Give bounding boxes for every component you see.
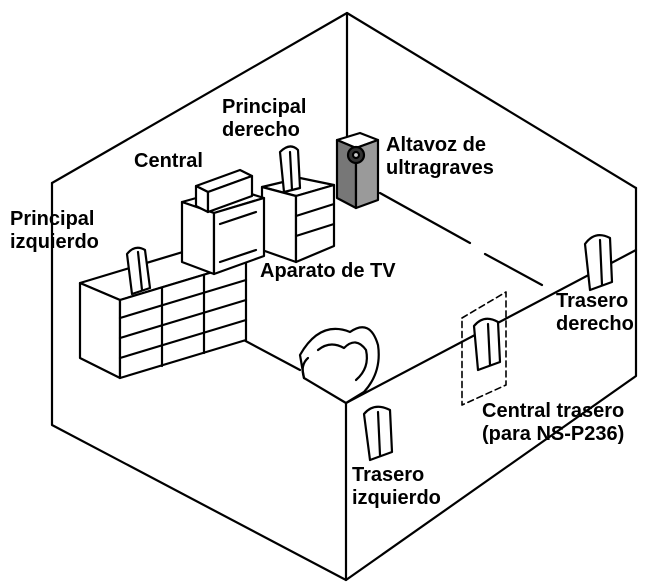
label-central-trasero-line1: Central trasero: [482, 400, 625, 422]
label-subwoofer: Altavoz de ultragraves: [386, 134, 494, 180]
side-cabinet: [260, 176, 336, 264]
label-central-trasero-line2: (para NS-P236): [482, 423, 625, 445]
label-trasero-izquierdo: Trasero izquierdo: [352, 464, 441, 510]
label-tv-text: Aparato de TV: [260, 260, 396, 282]
label-principal-izquierdo: Principal izquierdo: [10, 208, 99, 254]
principal-derecho-speaker: [278, 145, 302, 194]
trasero-derecho-speaker: [583, 233, 614, 292]
label-trasero-derecho-line2: derecho: [556, 313, 634, 335]
label-subwoofer-line1: Altavoz de: [386, 134, 487, 156]
label-trasero-derecho: Trasero derecho: [556, 290, 634, 336]
trasero-izquierdo-speaker: [362, 405, 394, 462]
label-tv: Aparato de TV: [260, 260, 396, 283]
label-principal-izquierdo-line1: Principal: [10, 208, 95, 230]
sofa: [298, 326, 380, 405]
label-trasero-derecho-line1: Trasero: [556, 290, 629, 312]
subwoofer: [335, 131, 380, 210]
label-subwoofer-line2: ultragraves: [386, 157, 494, 179]
label-central-text: Central: [134, 150, 203, 172]
label-principal-derecho: Principal derecho: [222, 96, 306, 142]
central-trasero-speaker: [461, 291, 507, 406]
label-principal-derecho-line2: derecho: [222, 119, 300, 141]
label-central-trasero: Central trasero (para NS-P236): [482, 400, 624, 446]
label-trasero-izquierdo-line1: Trasero: [352, 464, 425, 486]
label-trasero-izquierdo-line2: izquierdo: [352, 487, 441, 509]
label-principal-izquierdo-line2: izquierdo: [10, 231, 99, 253]
label-central: Central: [134, 150, 203, 173]
label-principal-derecho-line1: Principal: [222, 96, 307, 118]
principal-izquierdo-speaker: [125, 246, 152, 296]
central-speaker: [194, 168, 254, 214]
